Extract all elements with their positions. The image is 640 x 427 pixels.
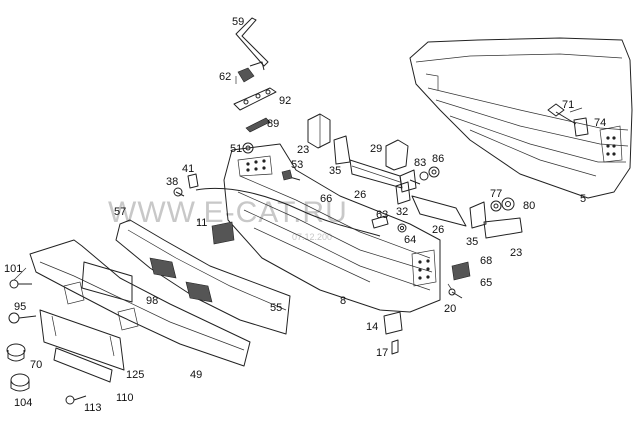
watermark-date: 07.12.200 (292, 232, 332, 242)
part-80-nut (501, 197, 515, 211)
label-41: 41 (182, 163, 194, 175)
part-59-trim-strip (235, 17, 269, 67)
label-83: 83 (414, 157, 426, 169)
label-63: 63 (376, 209, 388, 221)
part-5-rear-bumper (409, 37, 633, 199)
label-89: 89 (267, 118, 279, 130)
part-63-clip (371, 215, 389, 229)
label-26b: 26 (432, 224, 444, 236)
label-35a: 35 (329, 165, 341, 177)
label-20: 20 (444, 303, 456, 315)
part-83-bracket (399, 169, 421, 193)
label-113: 113 (84, 402, 102, 414)
label-29: 29 (370, 143, 382, 155)
part-53-screw (281, 169, 301, 181)
label-57: 57 (114, 206, 126, 218)
label-64: 64 (404, 234, 416, 246)
part-101-screw (9, 279, 32, 289)
label-77: 77 (490, 188, 502, 200)
label-98: 98 (146, 295, 158, 307)
label-110: 110 (116, 392, 134, 404)
part-68-grille (451, 261, 471, 281)
part-95-screw (8, 312, 37, 324)
label-101: 101 (4, 263, 22, 275)
label-17: 17 (376, 347, 388, 359)
label-92: 92 (279, 95, 291, 107)
label-23b: 23 (510, 247, 522, 259)
leader-lines (13, 76, 583, 291)
label-74: 74 (594, 117, 606, 129)
part-71-bolt (547, 103, 577, 125)
label-70: 70 (30, 359, 42, 371)
label-51: 51 (230, 143, 242, 155)
part-41-clip (187, 173, 199, 189)
part-77-washer (490, 200, 502, 212)
label-53: 53 (291, 159, 303, 171)
part-70-plug (6, 343, 26, 362)
label-71: 71 (562, 99, 574, 111)
label-86: 86 (432, 153, 444, 165)
part-98-plate-holder (81, 261, 133, 303)
part-104-plug (10, 373, 30, 392)
label-68: 68 (480, 255, 492, 267)
label-32: 32 (396, 206, 408, 218)
part-labels: 59 62 92 89 51 23 53 35 29 86 83 71 74 4… (4, 16, 606, 414)
part-110-plate (53, 347, 113, 383)
label-11: 11 (196, 217, 207, 229)
label-62: 62 (219, 71, 231, 83)
label-66: 66 (320, 193, 332, 205)
part-125-plate-bracket (39, 309, 125, 371)
part-26-strip-right (411, 195, 467, 227)
label-65: 65 (480, 277, 492, 289)
part-62-clip (237, 61, 265, 83)
part-23-block-upper (307, 113, 331, 149)
label-23a: 23 (297, 144, 309, 156)
part-113-screw (65, 395, 87, 405)
part-92-bracket (233, 87, 277, 111)
part-64-grommet (397, 223, 407, 233)
part-32-bracket (395, 181, 411, 205)
part-35-bracket-upper (333, 135, 351, 165)
label-125: 125 (126, 369, 144, 381)
part-57-55-impact-strip (115, 219, 291, 335)
part-74-bracket (573, 117, 589, 137)
label-104: 104 (14, 397, 32, 409)
part-66-cable (195, 187, 381, 237)
part-11-grille (211, 221, 235, 245)
label-95: 95 (14, 301, 26, 313)
label-49: 49 (190, 369, 202, 381)
part-89-strip (245, 117, 271, 133)
part-26-strip-upper (349, 159, 403, 189)
part-38-screw (173, 187, 185, 197)
part-35-bracket-right (469, 201, 487, 229)
label-38: 38 (166, 176, 178, 188)
part-29-block (385, 139, 409, 171)
label-59: 59 (232, 16, 244, 28)
label-26a: 26 (354, 189, 366, 201)
label-14: 14 (366, 321, 378, 333)
label-35b: 35 (466, 236, 478, 248)
label-80: 80 (523, 200, 535, 212)
part-49-lower-bumper (29, 239, 251, 367)
label-5: 5 (580, 193, 586, 205)
part-8-front-bumper (223, 143, 441, 313)
label-55: 55 (270, 302, 282, 314)
part-23-block-right (483, 217, 523, 239)
part-14-bracket (383, 311, 403, 335)
part-86-washers (419, 166, 440, 181)
part-20-screw (448, 288, 463, 299)
part-17-clip (391, 339, 399, 355)
label-8: 8 (340, 295, 346, 307)
